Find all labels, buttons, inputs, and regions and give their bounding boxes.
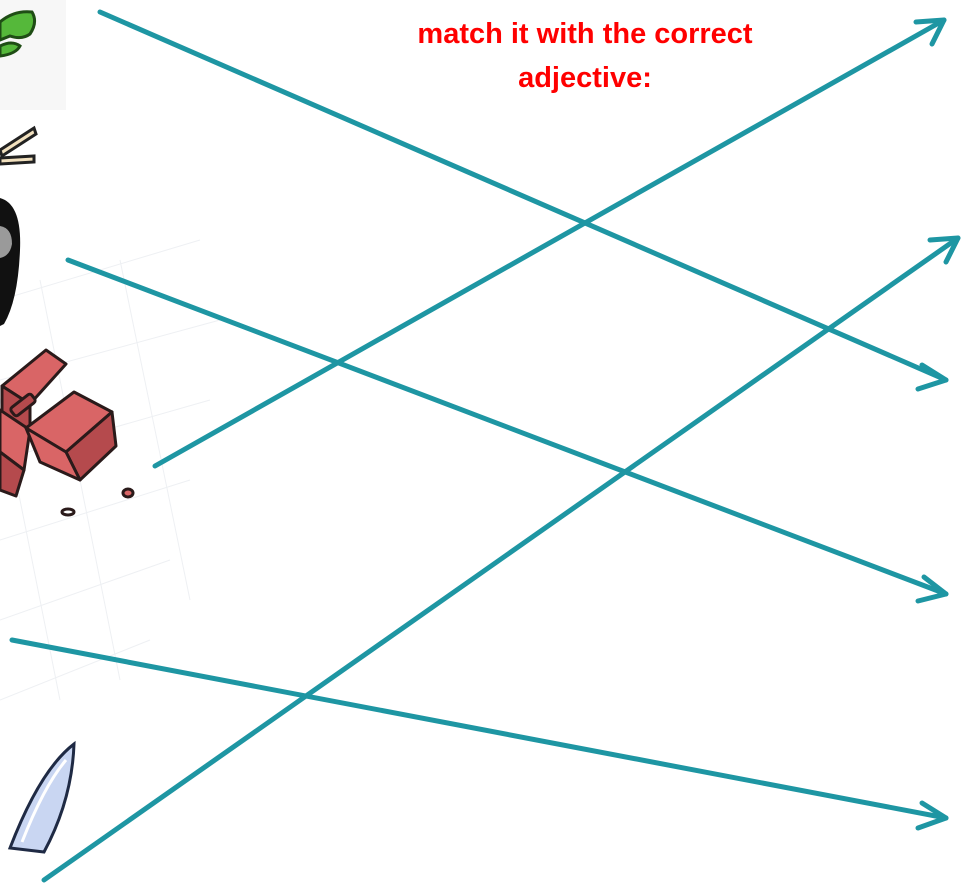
instruction-title: match it with the correct adjective: [417,18,753,94]
bowl-icon [0,198,21,326]
chopsticks-icon [0,125,38,166]
vegetable-icon [0,0,66,110]
match-line-5[interactable] [41,235,961,883]
match-line-3[interactable] [152,17,947,469]
match-line-2[interactable] [65,257,949,604]
knife-icon [7,740,76,854]
match-line-1[interactable] [97,9,949,392]
match-line-4[interactable] [9,637,949,831]
bricks-icon [0,348,135,517]
